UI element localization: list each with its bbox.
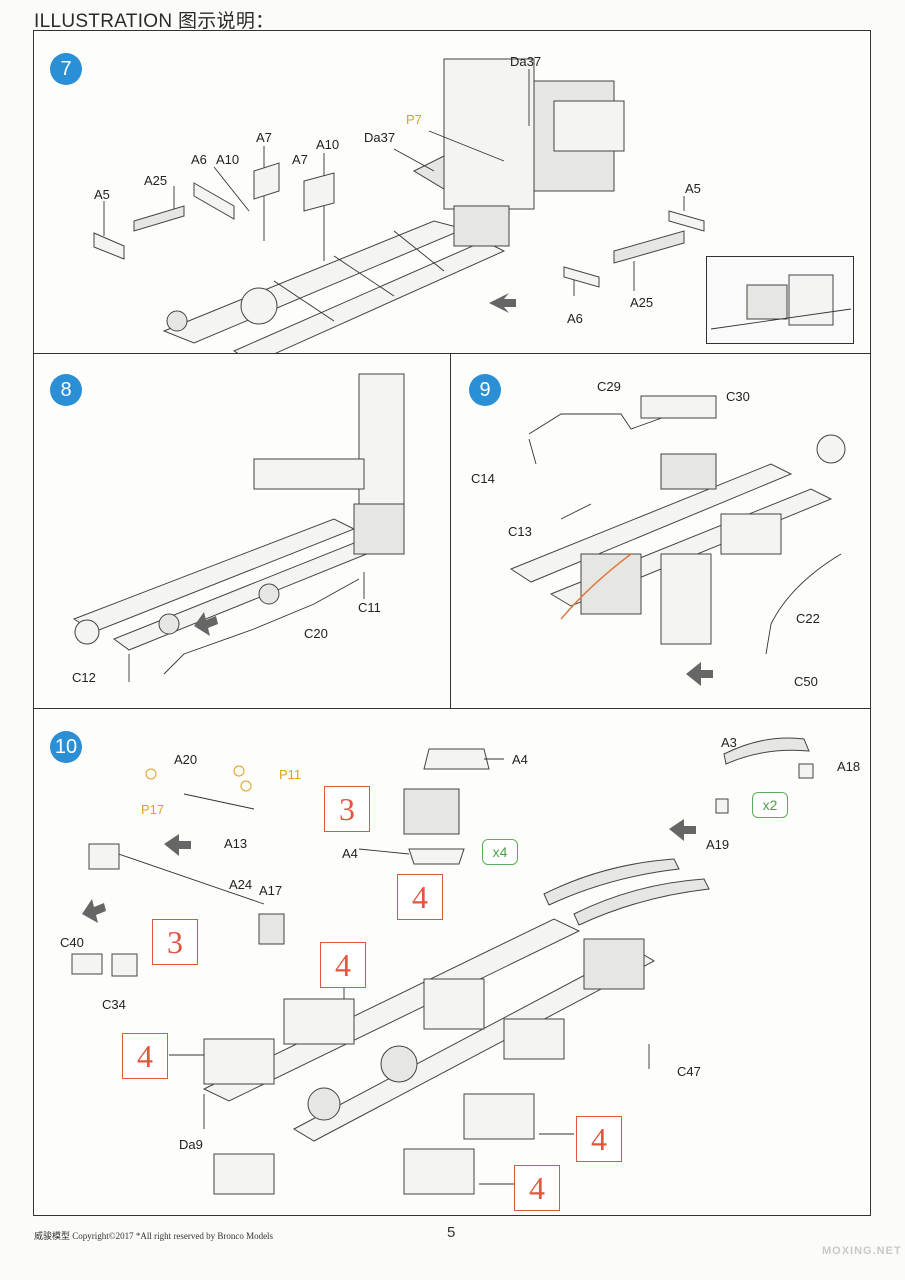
step-10-labels: A20 P11 P17 A13 A4 A4 A3 A18 A19 A24 A17… [60,735,860,1152]
ref-step-4-e: 4 [514,1165,560,1211]
label-a7-left: A7 [256,130,272,145]
watermark: MOXING.NET [822,1245,902,1257]
step-8-drawing [72,373,405,682]
step-9-drawing [509,395,846,686]
label-a4-bottom: A4 [342,846,358,861]
label-a24: A24 [229,877,252,892]
step-8-labels: C11 C20 C12 [72,600,381,685]
label-a6-left: A6 [191,152,207,167]
label-da9: Da9 [179,1137,203,1152]
label-c29: C29 [597,379,621,394]
label-c30: C30 [726,389,750,404]
ref-step-4-a: 4 [397,874,443,920]
label-a3: A3 [721,735,737,750]
label-a7-right: A7 [292,152,308,167]
step-10-panel: 10 [33,708,871,1216]
step-8-badge: 8 [50,374,82,406]
step-10-drawing [71,737,814,1195]
label-a20: A20 [174,752,197,767]
step-9-panel: 9 C29 C30 C14 C13 C22 C50 [450,353,871,710]
multiplier-x2: x2 [752,792,788,818]
label-c13: C13 [508,524,532,539]
ref-step-4-c: 4 [122,1033,168,1079]
label-a25-right: A25 [630,295,653,310]
label-a25-left: A25 [144,173,167,188]
step-9-badge: 9 [469,374,501,406]
label-a6-right: A6 [567,311,583,326]
step-8-panel: 8 C11 C20 C12 [33,353,452,710]
label-p11: P11 [279,767,301,782]
label-c22: C22 [796,611,820,626]
label-c34: C34 [102,997,126,1012]
step-9-labels: C29 C30 C14 C13 C22 C50 [471,379,820,689]
label-a4-top: A4 [512,752,528,767]
label-c47: C47 [677,1064,701,1079]
inset-drawing [710,274,852,330]
label-c40: C40 [60,935,84,950]
step-7-drawing [93,58,705,364]
footer-copyright: 威骏模型 Copyright©2017 *All right reserved … [34,1231,274,1241]
ref-step-3-a: 3 [324,786,370,832]
step-10-badge: 10 [50,731,82,763]
label-c12: C12 [72,670,96,685]
label-c14: C14 [471,471,495,486]
label-c20: C20 [304,626,328,641]
step-7-panel: 7 [33,30,871,364]
step-7-labels: Da37 P7 Da37 A7 A10 A6 A10 A7 A25 A5 A5 … [94,54,701,326]
ref-step-4-d: 4 [576,1116,622,1162]
step-7-badge: 7 [50,53,82,85]
label-da37-mid: Da37 [364,130,395,145]
label-da37-top: Da37 [510,54,541,69]
label-a10-right: A10 [316,137,339,152]
label-a18: A18 [837,759,860,774]
page-number: 5 [447,1224,456,1241]
label-a5-right: A5 [685,181,701,196]
page-title: ILLUSTRATION 图示说明： [34,11,275,32]
label-c11: C11 [358,600,381,615]
label-a5-left: A5 [94,187,110,202]
label-a17: A17 [259,883,282,898]
ref-step-4-b: 4 [320,942,366,988]
step-7-detail-inset [706,256,854,344]
label-c50: C50 [794,674,818,689]
multiplier-x4: x4 [482,839,518,865]
ref-step-3-b: 3 [152,919,198,965]
label-a13: A13 [224,836,247,851]
label-a19: A19 [706,837,729,852]
label-a10-left: A10 [216,152,239,167]
label-p17: P17 [141,802,164,817]
label-p7: P7 [406,112,422,127]
